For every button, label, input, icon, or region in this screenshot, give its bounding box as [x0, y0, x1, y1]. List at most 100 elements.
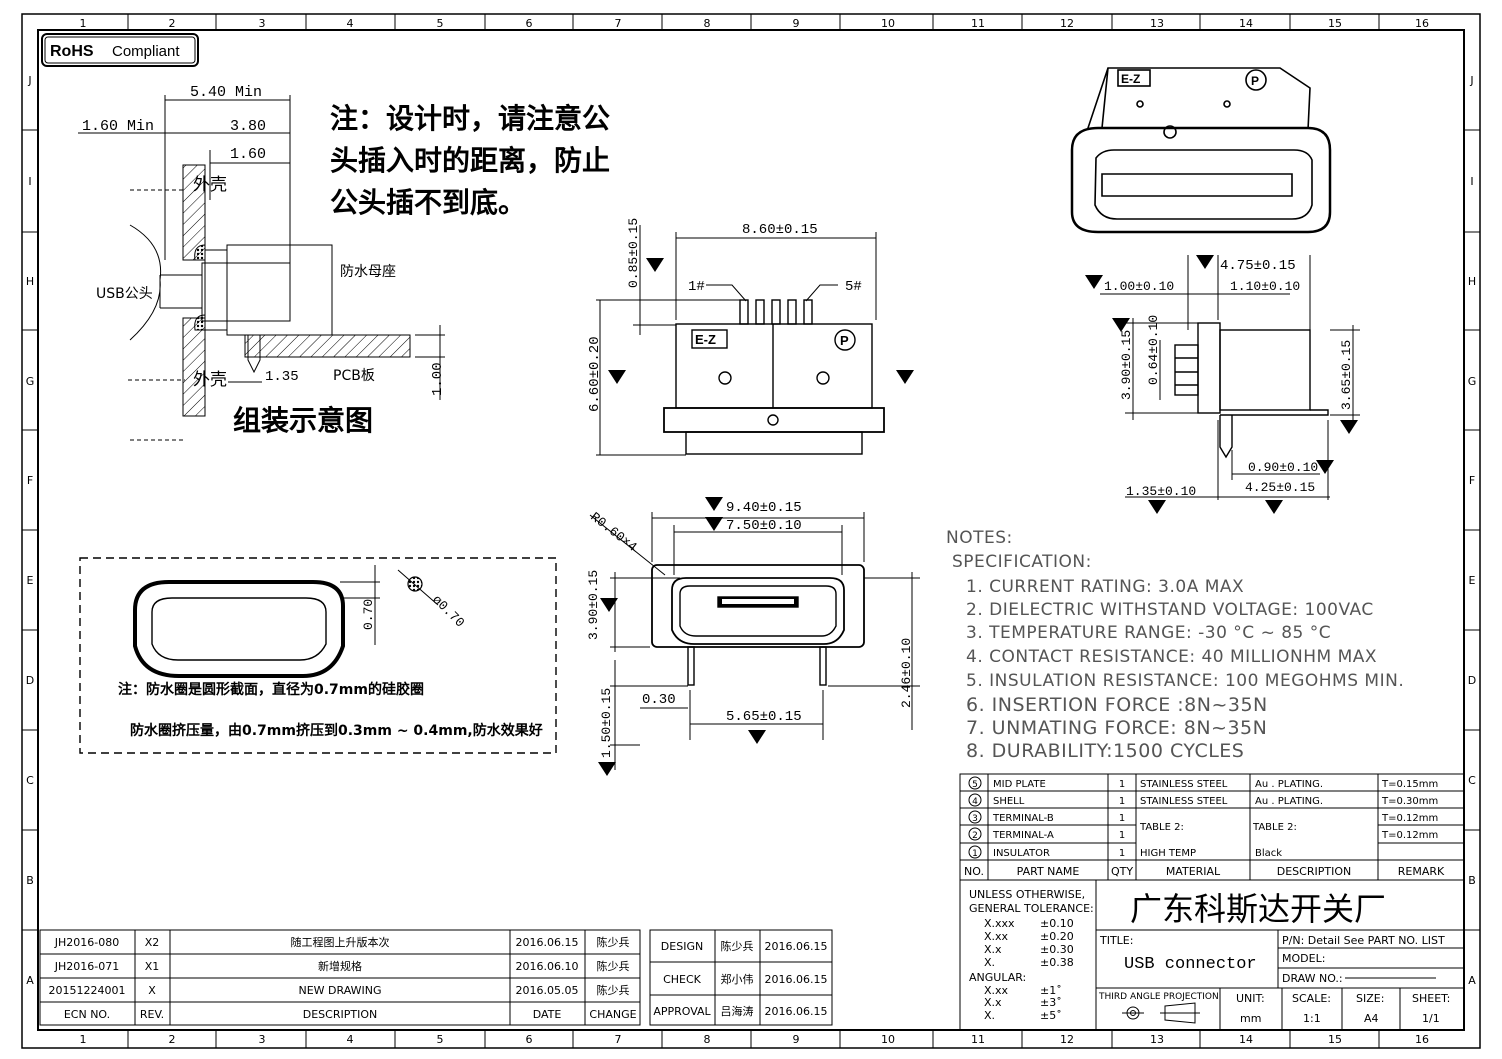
spec-item: 2. DIELECTRIC WITHSTAND VOLTAGE: 100VAC	[966, 600, 1374, 620]
gasket-note-1: 注：防水圈是圆形截面，直径为0.7mm的硅胶圈	[118, 681, 424, 698]
rev-date: 2016.06.15	[516, 936, 579, 949]
dim-3-90: 3.90±0.15	[586, 570, 601, 640]
bom-material: STAINLESS STEEL	[1140, 796, 1228, 807]
dim-1-10: 1.10±0.10	[1230, 279, 1300, 294]
bom-no: 4	[972, 797, 978, 807]
model-label: MODEL:	[1282, 952, 1325, 965]
scale-label: SCALE:	[1292, 992, 1331, 1005]
col-label: 16	[1415, 17, 1429, 30]
row-label: B	[26, 874, 34, 887]
row-label: G	[1468, 375, 1477, 388]
tolerance-line-1: UNLESS OTHERWISE,	[969, 888, 1085, 901]
col-label: 11	[971, 17, 985, 30]
drawing-title: USB connector	[1124, 955, 1257, 974]
tol-val: ±1˚	[1040, 984, 1062, 997]
dim-1-00: 1.00	[430, 362, 446, 396]
spec-item: 5. INSULATION RESISTANCE: 100 MEGOHMS MI…	[966, 671, 1404, 691]
col-label: 3	[259, 17, 266, 30]
size-label: SIZE:	[1356, 992, 1384, 1005]
spec-item: 4. CONTACT RESISTANCE: 40 MILLIONHM MAX	[966, 647, 1377, 667]
tol-key: X.xxx	[984, 917, 1015, 930]
row-label: H	[26, 275, 34, 288]
dim-0-64: 0.64±0.10	[1146, 315, 1161, 385]
spec-item: 8. DURABILITY:1500 CYCLES	[966, 740, 1244, 762]
row-label: A	[1468, 974, 1476, 987]
unit-label: UNIT:	[1236, 992, 1265, 1005]
rev-change: 陈少兵	[597, 959, 630, 973]
rev-code: X	[148, 984, 156, 997]
notes-header: NOTES:	[946, 528, 1013, 548]
front-view-labels: 8.60±0.15 0.85±0.15 6.60±0.20 1# 5# E-Z …	[587, 218, 862, 412]
iso-view: E-Z P	[1070, 67, 1332, 234]
tol-val: ±0.30	[1040, 943, 1074, 956]
col-label: 16	[1415, 1033, 1429, 1046]
grid-col-labels-bottom: 1 2 3 4 5 6 7 8 9 10 11 12 13 14 15 16	[80, 1033, 1430, 1046]
bom-material: STAINLESS STEEL	[1140, 779, 1228, 790]
dim-1-00-side: 1.00±0.10	[1104, 279, 1174, 294]
bom-qty: 1	[1119, 848, 1125, 859]
row-label: F	[1469, 474, 1475, 487]
bom-no: 3	[972, 814, 978, 824]
rev-change: 陈少兵	[597, 935, 630, 949]
bom-qty: 1	[1119, 830, 1125, 841]
row-label: H	[1468, 275, 1476, 288]
spec-item: 6. INSERTION FORCE :8N~35N	[966, 694, 1268, 716]
tol-val: ±3˚	[1040, 996, 1062, 1009]
tol-val: ±0.38	[1040, 956, 1074, 969]
bom-rows: 5 MID PLATE 1 STAINLESS STEEL Au . PLATI…	[964, 779, 1445, 878]
pin-5-label: 5#	[845, 279, 862, 295]
col-label: 10	[881, 17, 895, 30]
approval-rows: DESIGN 陈少兵 2016.06.15 CHECK 郑小伟 2016.06.…	[653, 939, 827, 1018]
dim-5-65: 5.65±0.15	[726, 709, 802, 725]
col-label: 6	[526, 1033, 533, 1046]
approval-date: 2016.06.15	[765, 940, 828, 953]
col-label: 3	[259, 1033, 266, 1046]
rev-code: X1	[145, 960, 160, 973]
tol-key: X.x	[984, 943, 1002, 956]
assembly-caption: 组装示意图	[233, 404, 373, 437]
pcb-label: PCB板	[333, 368, 375, 384]
rev-code: X2	[145, 936, 160, 949]
spec-header: SPECIFICATION:	[952, 552, 1092, 572]
dim-phi-0-70: ø0.70	[429, 592, 467, 630]
dim-1-60: 1.60	[230, 146, 266, 163]
dim-9-40: 9.40±0.15	[726, 500, 802, 516]
bom-name: SHELL	[993, 796, 1025, 807]
bom-header-qty: QTY	[1111, 865, 1133, 878]
title-block	[959, 879, 1465, 1031]
front-view	[596, 225, 885, 456]
approval-role: DESIGN	[661, 940, 703, 953]
rev-ecn: JH2016-071	[54, 960, 119, 973]
revision-rows: JH2016-080 X2 随工程图上升版本次 2016.06.15 陈少兵 J…	[49, 935, 637, 1021]
design-note-line-2: 头插入时的距离，防止	[330, 144, 610, 177]
tol-val: ±5˚	[1040, 1009, 1062, 1022]
pin-1-label: 1#	[688, 279, 705, 295]
dim-0-85: 0.85±0.15	[626, 218, 641, 288]
dim-4-25: 4.25±0.15	[1245, 480, 1315, 495]
revision-table	[39, 929, 833, 1026]
bom-header-material: MATERIAL	[1166, 865, 1221, 878]
col-label: 9	[793, 17, 800, 30]
bom-material: HIGH TEMP	[1140, 848, 1196, 859]
bom-desc: Black	[1255, 848, 1282, 859]
grid-col-labels-top: 1 2 3 4 5 6 7 8 9 10 11 12 13 14 15 16	[80, 17, 1430, 30]
side-view-markers	[1085, 255, 1358, 514]
approval-date: 2016.06.15	[765, 973, 828, 986]
row-label: C	[26, 774, 34, 787]
tol-key: X.xx	[984, 930, 1009, 943]
dim-7-50: 7.50±0.10	[726, 518, 802, 534]
rev-header-desc: DESCRIPTION	[303, 1008, 377, 1021]
dim-6-60: 6.60±0.20	[587, 336, 603, 412]
row-label: G	[26, 375, 35, 388]
bom-remark: T=0.12mm	[1381, 813, 1438, 824]
approval-date: 2016.06.15	[765, 1005, 828, 1018]
approval-role: CHECK	[663, 973, 702, 986]
dim-0-70: 0.70	[361, 599, 376, 630]
col-label: 12	[1060, 1033, 1074, 1046]
rohs-bold: RoHS	[50, 43, 94, 60]
bom-name: TERMINAL-A	[992, 830, 1054, 841]
col-label: 11	[971, 1033, 985, 1046]
row-label: D	[1468, 674, 1476, 687]
rev-date: 2016.05.05	[516, 984, 579, 997]
bom-qty: 1	[1119, 796, 1125, 807]
